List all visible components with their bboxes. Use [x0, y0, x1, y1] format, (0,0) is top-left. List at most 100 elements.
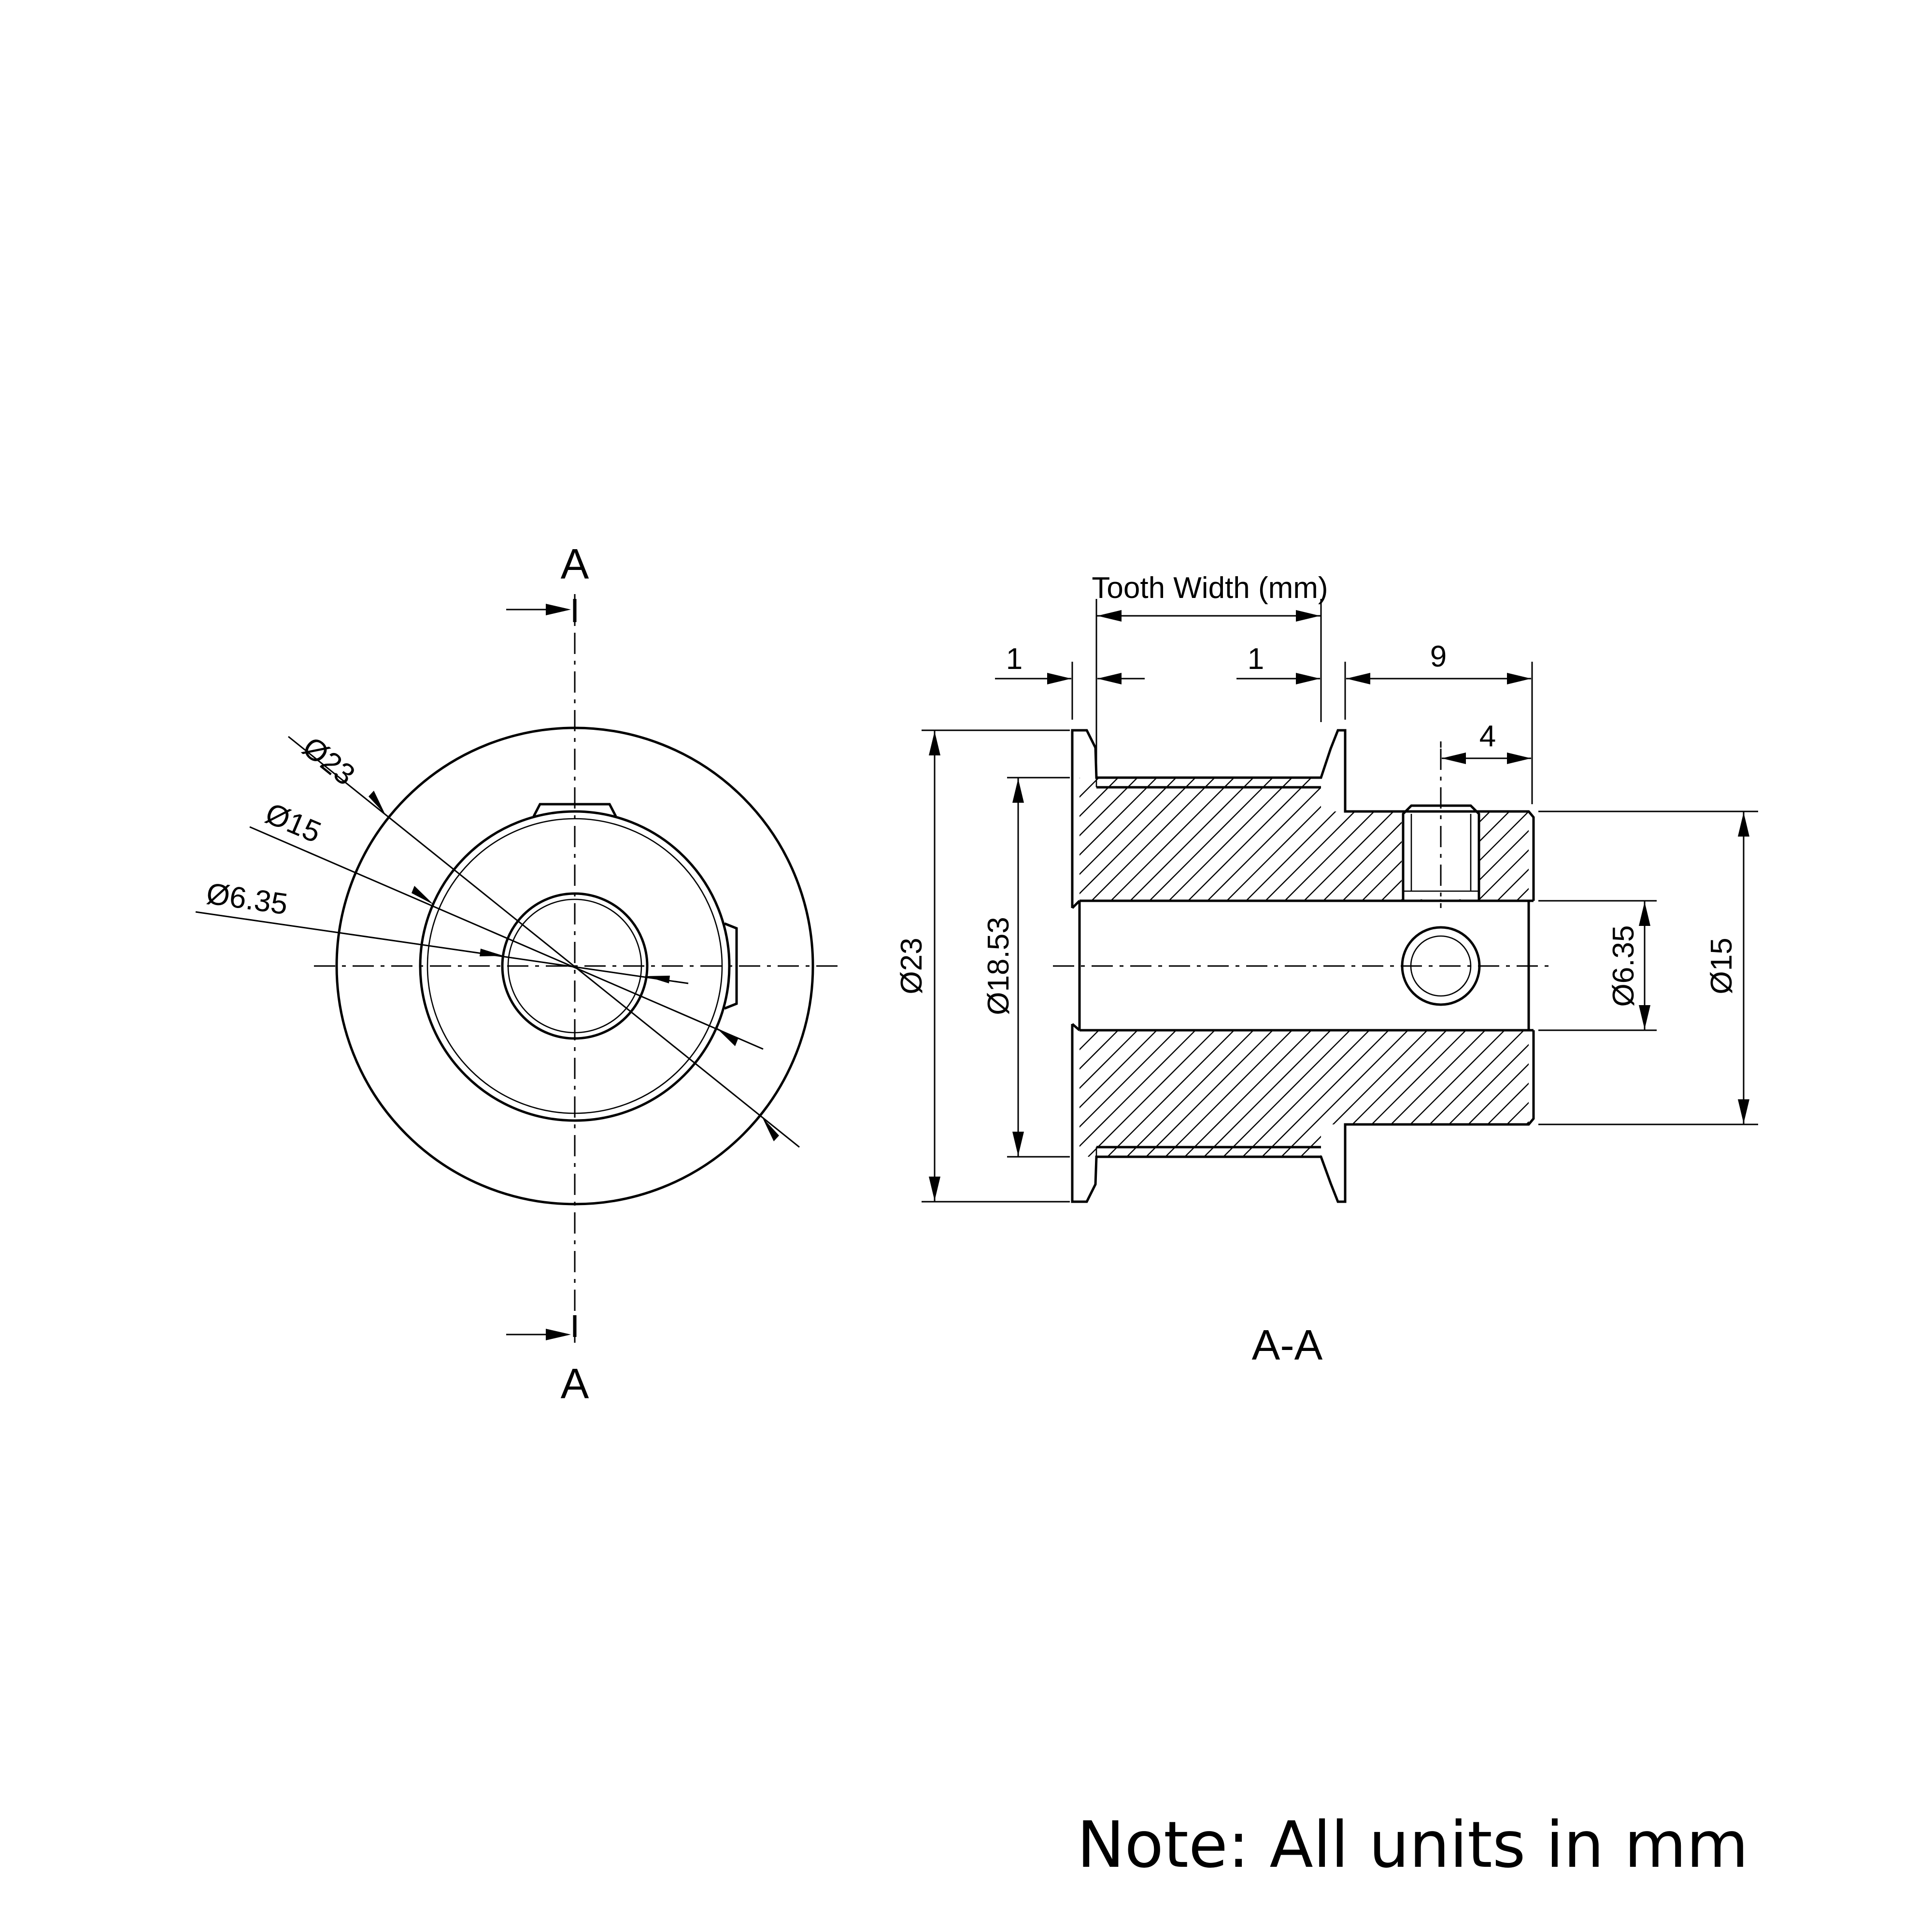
section-view: Tooth Width (mm) 1 1 9 4 Ø23 Ø — [895, 571, 1775, 1369]
arrow-tooth-width-right — [1296, 610, 1320, 622]
arrow-setscrew-right — [1507, 753, 1531, 764]
hatch-line — [1184, 1030, 1312, 1157]
hatch-line — [1165, 1030, 1293, 1157]
hatch-line — [1533, 1030, 1659, 1157]
hatch-line — [1497, 778, 1529, 901]
arrow-d18-top — [1012, 779, 1024, 803]
hatch-line — [1513, 1030, 1529, 1157]
label-section-d15: Ø15 — [1705, 938, 1738, 994]
hatch-line — [1088, 1030, 1215, 1157]
hatch-line — [1613, 778, 1736, 901]
arrow-setscrew-left — [1442, 753, 1466, 764]
hatch-line — [1168, 778, 1293, 901]
setscrew-boss-right — [724, 922, 738, 1010]
arrow-d18-bottom — [1012, 1132, 1024, 1156]
hatch-line — [1555, 778, 1678, 901]
hatch-line — [1207, 778, 1331, 901]
hatch-line — [1188, 778, 1312, 901]
label-hub-length: 9 — [1430, 640, 1447, 673]
leader-d6-35 — [195, 911, 689, 984]
pulley-outline-bottom — [1071, 1024, 1535, 1203]
hatch-top — [1080, 778, 1756, 901]
hatch-line — [1246, 778, 1370, 901]
label-d23: Ø23 — [296, 730, 361, 792]
hatch-line — [1204, 1030, 1331, 1157]
hatch-line — [1435, 1030, 1529, 1157]
hatch-line — [1080, 778, 1138, 901]
hatch-line — [1633, 778, 1756, 901]
section-arrow-top-head — [546, 604, 571, 615]
label-section-d23: Ø23 — [895, 938, 928, 994]
arrow-bore-top — [1639, 902, 1650, 926]
section-letter-top: A — [561, 540, 589, 588]
hatch-line — [1080, 1030, 1138, 1157]
arrow-d23-inner — [762, 1117, 779, 1141]
hatch-line — [1300, 1030, 1428, 1157]
arrow-d15-outer — [412, 886, 434, 905]
hatch-line — [1358, 1030, 1486, 1157]
hatch-line — [1455, 1030, 1529, 1157]
hatch-line — [1571, 1030, 1698, 1157]
hatch-line — [1474, 1030, 1529, 1157]
hatch-line — [1629, 1030, 1756, 1157]
hatch-line — [1265, 778, 1389, 901]
section-letter-bottom: A — [561, 1360, 589, 1407]
arrow-d23-top — [929, 731, 940, 755]
hatch-line — [1610, 1030, 1736, 1157]
hatch-line — [1080, 778, 1099, 901]
hatch-line — [1516, 778, 1529, 901]
label-section-d6-35: Ø6.35 — [1607, 925, 1640, 1007]
hatch-line — [1320, 1030, 1447, 1157]
hatch-line — [1339, 1030, 1466, 1157]
arrow-d15-inner — [716, 1027, 738, 1046]
arrow-hub-length-right — [1507, 673, 1531, 684]
flange-outer-circle — [335, 726, 814, 1206]
hatch-line — [1091, 778, 1215, 901]
arrow-flange-left-a — [1047, 673, 1071, 684]
hatch-line — [1477, 778, 1529, 901]
label-flange-right: 1 — [1248, 642, 1264, 676]
flange-face-left-bottom — [1071, 1023, 1080, 1031]
hatch-line — [1126, 1030, 1254, 1157]
label-section-d18-53: Ø18.53 — [982, 917, 1015, 1015]
arrow-d6-35-inner — [646, 976, 670, 983]
hub-outer-circle — [419, 810, 731, 1122]
arrow-tooth-width-left — [1097, 610, 1122, 622]
hatch-line — [1575, 778, 1698, 901]
hatch-line — [1080, 1030, 1196, 1157]
arrow-flange-left-b — [1097, 673, 1122, 684]
hatch-line — [1080, 778, 1119, 901]
hatch-line — [1080, 778, 1157, 901]
hatch-line — [1594, 778, 1717, 901]
hatch-line — [1080, 1030, 1119, 1157]
hatch-line — [1416, 1030, 1529, 1157]
hatch-line — [1080, 1030, 1157, 1157]
arrow-hub-bottom — [1738, 1099, 1749, 1123]
hatch-line — [1110, 778, 1235, 901]
leader-d23 — [288, 736, 800, 1148]
units-note: Note: All units in mm — [1077, 1808, 1748, 1882]
hatch-line — [1397, 1030, 1524, 1157]
label-d15: Ø15 — [261, 796, 326, 849]
hatch-line — [1262, 1030, 1389, 1157]
label-tooth-width: Tooth Width (mm) — [1092, 571, 1328, 605]
bore-inner-circle — [507, 898, 642, 1034]
flange-face-left-top — [1071, 900, 1080, 909]
arrow-hub-top — [1738, 812, 1749, 837]
label-setscrew: 4 — [1479, 720, 1496, 753]
hatch-line — [1552, 1030, 1678, 1157]
hatch-line — [1149, 778, 1273, 901]
hub-inner-circle — [426, 818, 723, 1114]
front-view: Ø23 Ø15 Ø6.35 A A — [195, 540, 840, 1407]
arrow-d23-outer — [369, 791, 385, 815]
hatch-line — [1223, 1030, 1350, 1157]
arrow-d23-bottom — [929, 1177, 940, 1201]
hatch-line — [1648, 1030, 1775, 1157]
arrow-flange-right-a — [1296, 673, 1320, 684]
hatch-line — [1591, 1030, 1717, 1157]
hatch-line — [1080, 778, 1177, 901]
section-arrow-bottom-head — [546, 1329, 571, 1340]
hatch-line — [1130, 778, 1254, 901]
bore-outer-circle — [501, 892, 649, 1040]
